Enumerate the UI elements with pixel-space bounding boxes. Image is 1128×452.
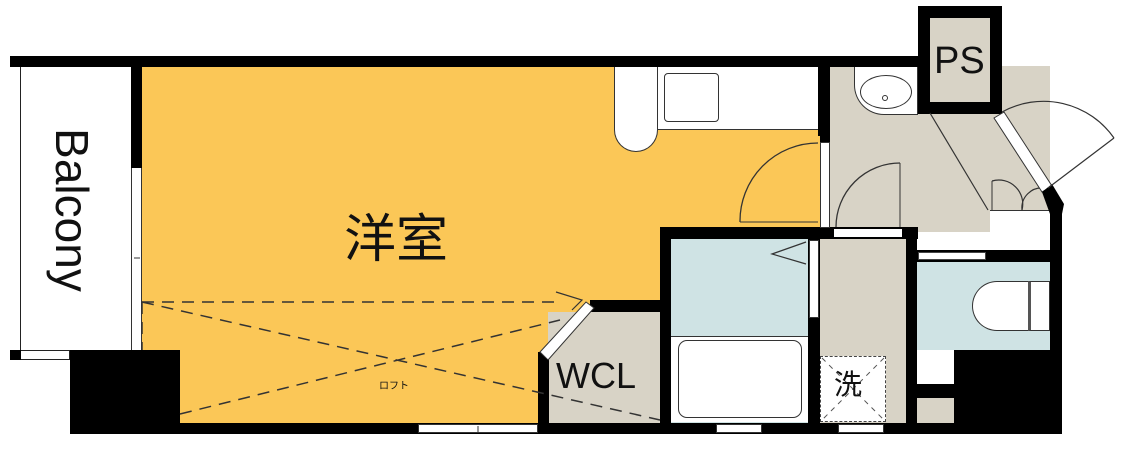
wash-door-opening [834,229,902,237]
pipe-space [918,6,1002,114]
balcony [10,56,140,352]
loft-ladder-arrow [555,291,584,311]
western-room-label: 洋室 [344,210,449,270]
sink-basin [664,73,719,122]
wash-door-arc [835,162,901,228]
wall-room-left-upper [131,56,142,168]
pipe-space-label: PS [934,40,985,82]
wall-wcl-left [538,352,549,428]
wall-top [10,56,830,67]
toilet-bowl [972,281,1028,331]
pillar-bottom-left [70,350,180,434]
wall-wash-right [906,227,917,427]
wall-right [1050,212,1062,434]
front-door-arc [1001,100,1115,139]
toilet-door [918,252,986,260]
room-door-arc [739,142,819,223]
laundry-label: 洗 [834,368,863,401]
wall-entry-left [820,56,830,142]
wall-bottom [140,423,1060,434]
storage-shelf-lower [916,398,954,424]
wall-wcl-top [590,300,662,312]
loft-outline [141,301,661,421]
bathtub-inner [678,340,802,418]
washbasin-bowl [860,75,912,109]
wcl-door [539,301,595,361]
bath-door [809,240,819,318]
kitchen-door-jamb [820,142,830,228]
loft-label: ロフト [379,381,409,392]
toilet-tank [1028,281,1050,331]
refrigerator-space [614,66,658,152]
wall-balcony-left [10,350,21,360]
window-bottom-bath [716,424,762,433]
washing-machine-cross [821,357,885,421]
balcony-rail [20,66,21,352]
shoe-cabinet [990,210,1052,252]
wcl-label: WCL [556,355,636,396]
balcony-label: Balcony [46,128,98,292]
wall-top-entry [820,56,920,67]
pillar-bottom-right [954,350,1052,434]
washbasin-drain [882,95,888,101]
wall-shelf-divider [916,384,956,398]
window-balcony [131,168,142,352]
wall-bath-left [660,227,671,427]
window-bottom-wash [838,424,884,433]
storage-shelf [916,350,954,384]
